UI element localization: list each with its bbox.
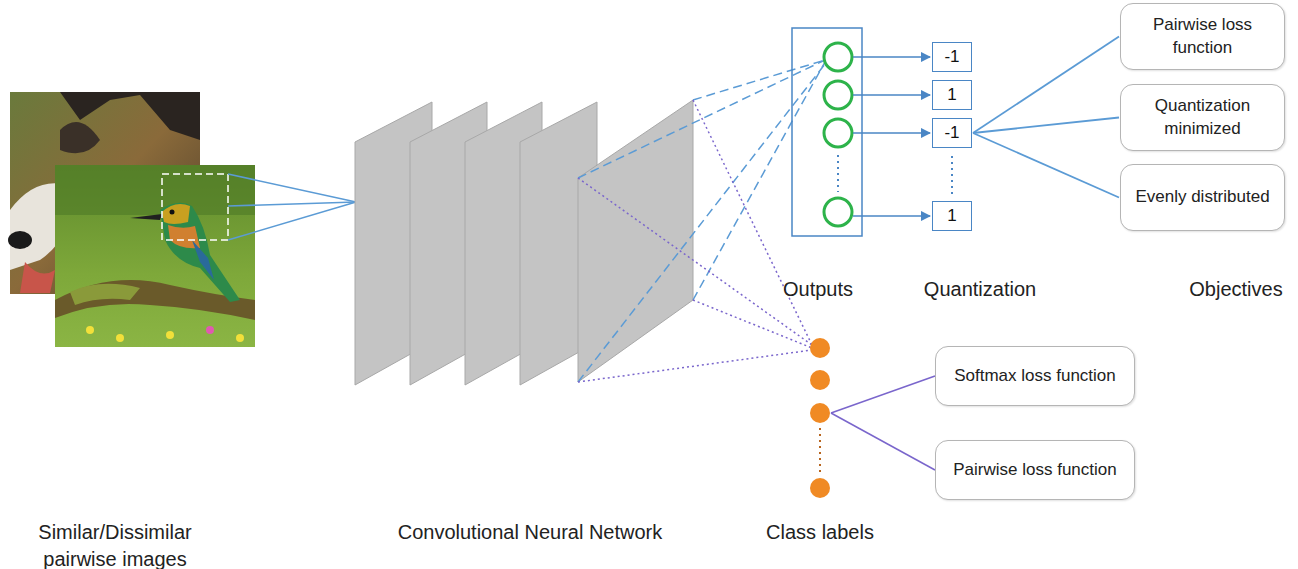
caption-label: Class labels — [740, 519, 900, 546]
node-text: Softmax loss function — [954, 365, 1116, 387]
quantized-bit: 1 — [932, 80, 972, 110]
class-neurons — [810, 338, 830, 498]
cnn-layers — [355, 100, 693, 385]
caption-label: Convolutional Neural Network — [395, 519, 665, 546]
objective-connector — [973, 118, 1119, 134]
objective-connector — [973, 37, 1119, 134]
quantized-bit: 1 — [932, 201, 972, 231]
fc-lines — [578, 60, 825, 382]
node-text: Quantization minimized — [1131, 95, 1274, 139]
class-lines — [578, 100, 812, 382]
caption-label: Objectives — [1161, 276, 1298, 303]
objective-box: Pairwise loss function — [1120, 3, 1285, 70]
text-stack: -1 — [944, 47, 959, 67]
text-stack: 1 — [947, 85, 956, 105]
text-stack: 1 — [947, 206, 956, 226]
receptive-field-lines — [228, 174, 356, 240]
node-text: Evenly distributed — [1135, 186, 1269, 208]
objective-box: Quantization minimized — [1120, 84, 1285, 151]
text-stack: Quantization minimized — [1131, 95, 1274, 139]
objective-box: Evenly distributed — [1120, 164, 1285, 231]
output-neurons — [792, 28, 862, 236]
node-text: -1 — [944, 123, 959, 143]
node-text: -1 — [944, 47, 959, 67]
text-stack: Evenly distributed — [1135, 186, 1269, 208]
text-stack: Pairwise loss function — [1131, 14, 1274, 58]
objective-connector — [973, 133, 1119, 198]
node-text: Pairwise loss function — [953, 459, 1116, 481]
class-loss-lines — [831, 376, 935, 470]
node-text: 1 — [947, 85, 956, 105]
caption-label: Similar/Dissimilar pairwise images — [15, 519, 215, 569]
node-text: Pairwise loss function — [1131, 14, 1274, 58]
caption-label: Quantization — [905, 276, 1055, 303]
loss-box: Pairwise loss function — [935, 440, 1135, 500]
text-stack: Softmax loss function — [954, 365, 1116, 387]
quantized-bit: -1 — [932, 42, 972, 72]
node-text: 1 — [947, 206, 956, 226]
text-stack: Pairwise loss function — [953, 459, 1116, 481]
bird-photo — [55, 165, 255, 347]
caption-label: Outputs — [753, 276, 883, 303]
text-stack: -1 — [944, 123, 959, 143]
loss-box: Softmax loss function — [935, 346, 1135, 406]
quantized-bit: -1 — [932, 118, 972, 148]
